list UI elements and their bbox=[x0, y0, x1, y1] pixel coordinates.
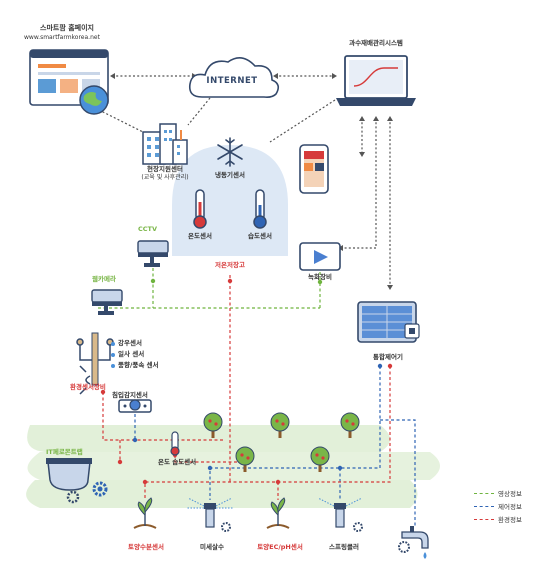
soil-moisture-label: 토양수분센서 bbox=[128, 543, 164, 551]
support-center-label: 현장지원센터 bbox=[147, 165, 183, 173]
controller-label: 통합제어기 bbox=[373, 353, 403, 361]
wind-sensor-label: 풍향/풍속 센서 bbox=[118, 361, 159, 369]
sprinkler-label: 스프링클러 bbox=[329, 543, 359, 551]
env-sensor-equipment-label: 환경센서장비 bbox=[70, 383, 106, 391]
web-camera-label: 웹카메라 bbox=[92, 275, 116, 283]
legend-label-video: 영상정보 bbox=[498, 490, 522, 498]
farm-field bbox=[26, 425, 440, 508]
fruit-tree-icon bbox=[203, 412, 360, 472]
website-icon bbox=[29, 49, 109, 115]
intrusion-sensor-icon bbox=[118, 399, 152, 413]
intrusion-sensor-label: 침입감지센서 bbox=[112, 391, 148, 399]
connector-arrowheads bbox=[110, 73, 393, 290]
legend-swatch-video bbox=[474, 493, 494, 494]
management-system-label: 과수재배관리시스템 bbox=[349, 39, 403, 47]
network-connectors bbox=[94, 75, 391, 288]
pheromone-trap-icon bbox=[46, 458, 92, 491]
cctv-label: CCTV bbox=[138, 225, 158, 233]
control-info-lines bbox=[134, 366, 416, 528]
environment-info-lines bbox=[102, 275, 391, 500]
it-trap-label: IT페로몬트랩 bbox=[46, 448, 83, 456]
weather-sensor-fills bbox=[91, 332, 115, 386]
building-icon bbox=[142, 123, 188, 165]
legend-label-environment: 환경정보 bbox=[498, 516, 522, 524]
support-center-sub-label: (교육 및 사후관리) bbox=[141, 174, 189, 181]
web-camera-icon bbox=[91, 289, 123, 315]
cold-storage-label: 저온저장고 bbox=[215, 261, 245, 269]
humid-sensor-label: 습도센서 bbox=[248, 232, 272, 240]
temp-humid-sensor-label: 온도 습도센서 bbox=[158, 458, 197, 466]
temp-sensor-label: 온도센서 bbox=[188, 232, 212, 240]
soil-ec-sprout-icon bbox=[266, 497, 290, 529]
internet-label: INTERNET bbox=[206, 76, 258, 86]
recorder-label: 녹화장비 bbox=[308, 273, 332, 281]
cctv-camera-icon bbox=[137, 240, 169, 267]
video-info-lines bbox=[98, 268, 321, 309]
water-faucet-icon bbox=[398, 526, 429, 559]
cold-sensor-label: 냉동기센서 bbox=[215, 171, 245, 179]
soil-ec-ph-label: 토양EC/pH센서 bbox=[257, 543, 303, 551]
video-recorder-icon bbox=[299, 242, 341, 271]
thermometer-icon bbox=[193, 189, 207, 229]
sprinkler-icon bbox=[317, 497, 363, 532]
smartphone-icon bbox=[299, 144, 329, 194]
rain-sensor-label: 강우센서 bbox=[118, 339, 142, 347]
humidity-thermometer-icon bbox=[253, 189, 267, 229]
legend-swatch-environment bbox=[474, 519, 494, 520]
website-title: 스마트팜 홈페이지 bbox=[40, 24, 94, 32]
internet-cloud-icon bbox=[188, 57, 280, 98]
solar-sensor-label: 일사 센서 bbox=[118, 350, 145, 358]
legend-label-control: 제어정보 bbox=[498, 503, 522, 511]
gear-icon bbox=[66, 481, 108, 504]
legend-swatch-control bbox=[474, 506, 494, 507]
website-url: www.smartfarmkorea.net bbox=[24, 34, 100, 41]
connection-dots bbox=[100, 278, 393, 485]
mist-spray-label: 미세살수 bbox=[200, 543, 224, 551]
soil-moisture-sprout-icon bbox=[133, 497, 157, 529]
mist-spray-icon bbox=[186, 497, 234, 532]
snowflake-icon bbox=[217, 137, 243, 167]
integrated-controller-icon bbox=[357, 301, 420, 343]
field-thermometer-icon bbox=[170, 431, 180, 456]
laptop-icon bbox=[336, 55, 416, 106]
